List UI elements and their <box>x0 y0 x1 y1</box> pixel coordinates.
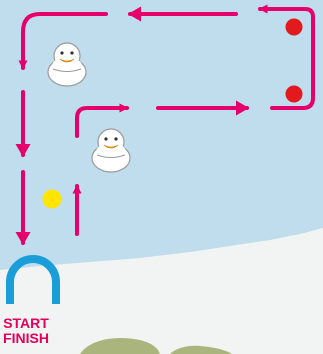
yellow-dot <box>42 189 62 209</box>
arrow-left-then-down <box>18 12 108 70</box>
land-patch-left <box>80 338 160 354</box>
land-patch-right <box>170 345 232 354</box>
red-dot-bottom <box>285 85 303 103</box>
start-label: START <box>3 315 49 331</box>
red-dot-top <box>285 18 303 36</box>
arrow-right-up-turn <box>258 4 315 110</box>
arrow-up-then-right <box>75 103 129 138</box>
start-finish-gate-icon <box>5 255 60 304</box>
path-arrows <box>15 4 315 245</box>
finish-label: FINISH <box>3 330 49 346</box>
ice-floe <box>0 228 323 354</box>
